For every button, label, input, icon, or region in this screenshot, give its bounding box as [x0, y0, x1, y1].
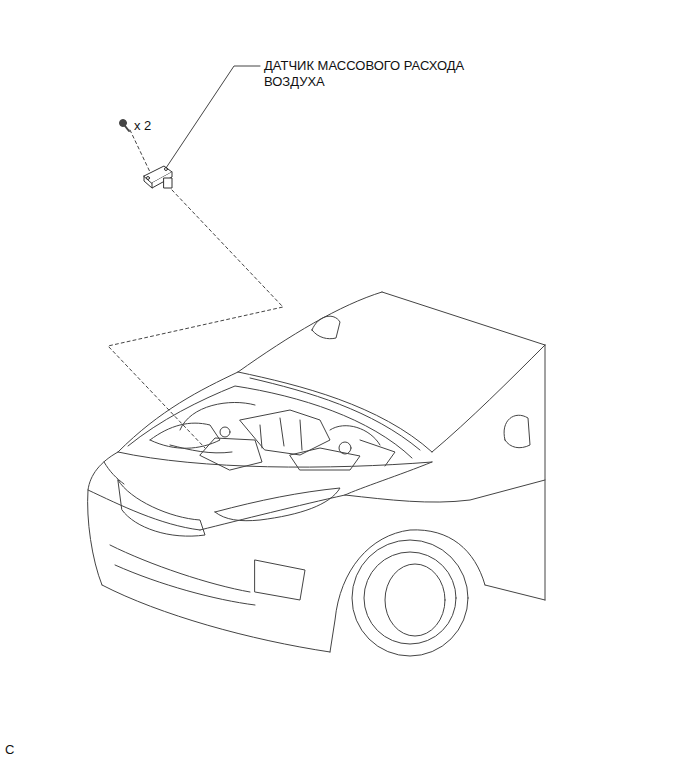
screw-dash	[130, 130, 150, 172]
leader-line	[166, 66, 260, 168]
part-name: ДАТЧИК МАССОВОГО РАСХОДА ВОЗДУХА	[264, 58, 514, 90]
screw-symbol	[120, 120, 130, 132]
location-dash	[108, 190, 283, 448]
quantity-note: x 2	[134, 118, 151, 134]
figure-code: C	[5, 742, 14, 758]
sensor-part	[144, 166, 172, 188]
car-body	[88, 292, 545, 656]
